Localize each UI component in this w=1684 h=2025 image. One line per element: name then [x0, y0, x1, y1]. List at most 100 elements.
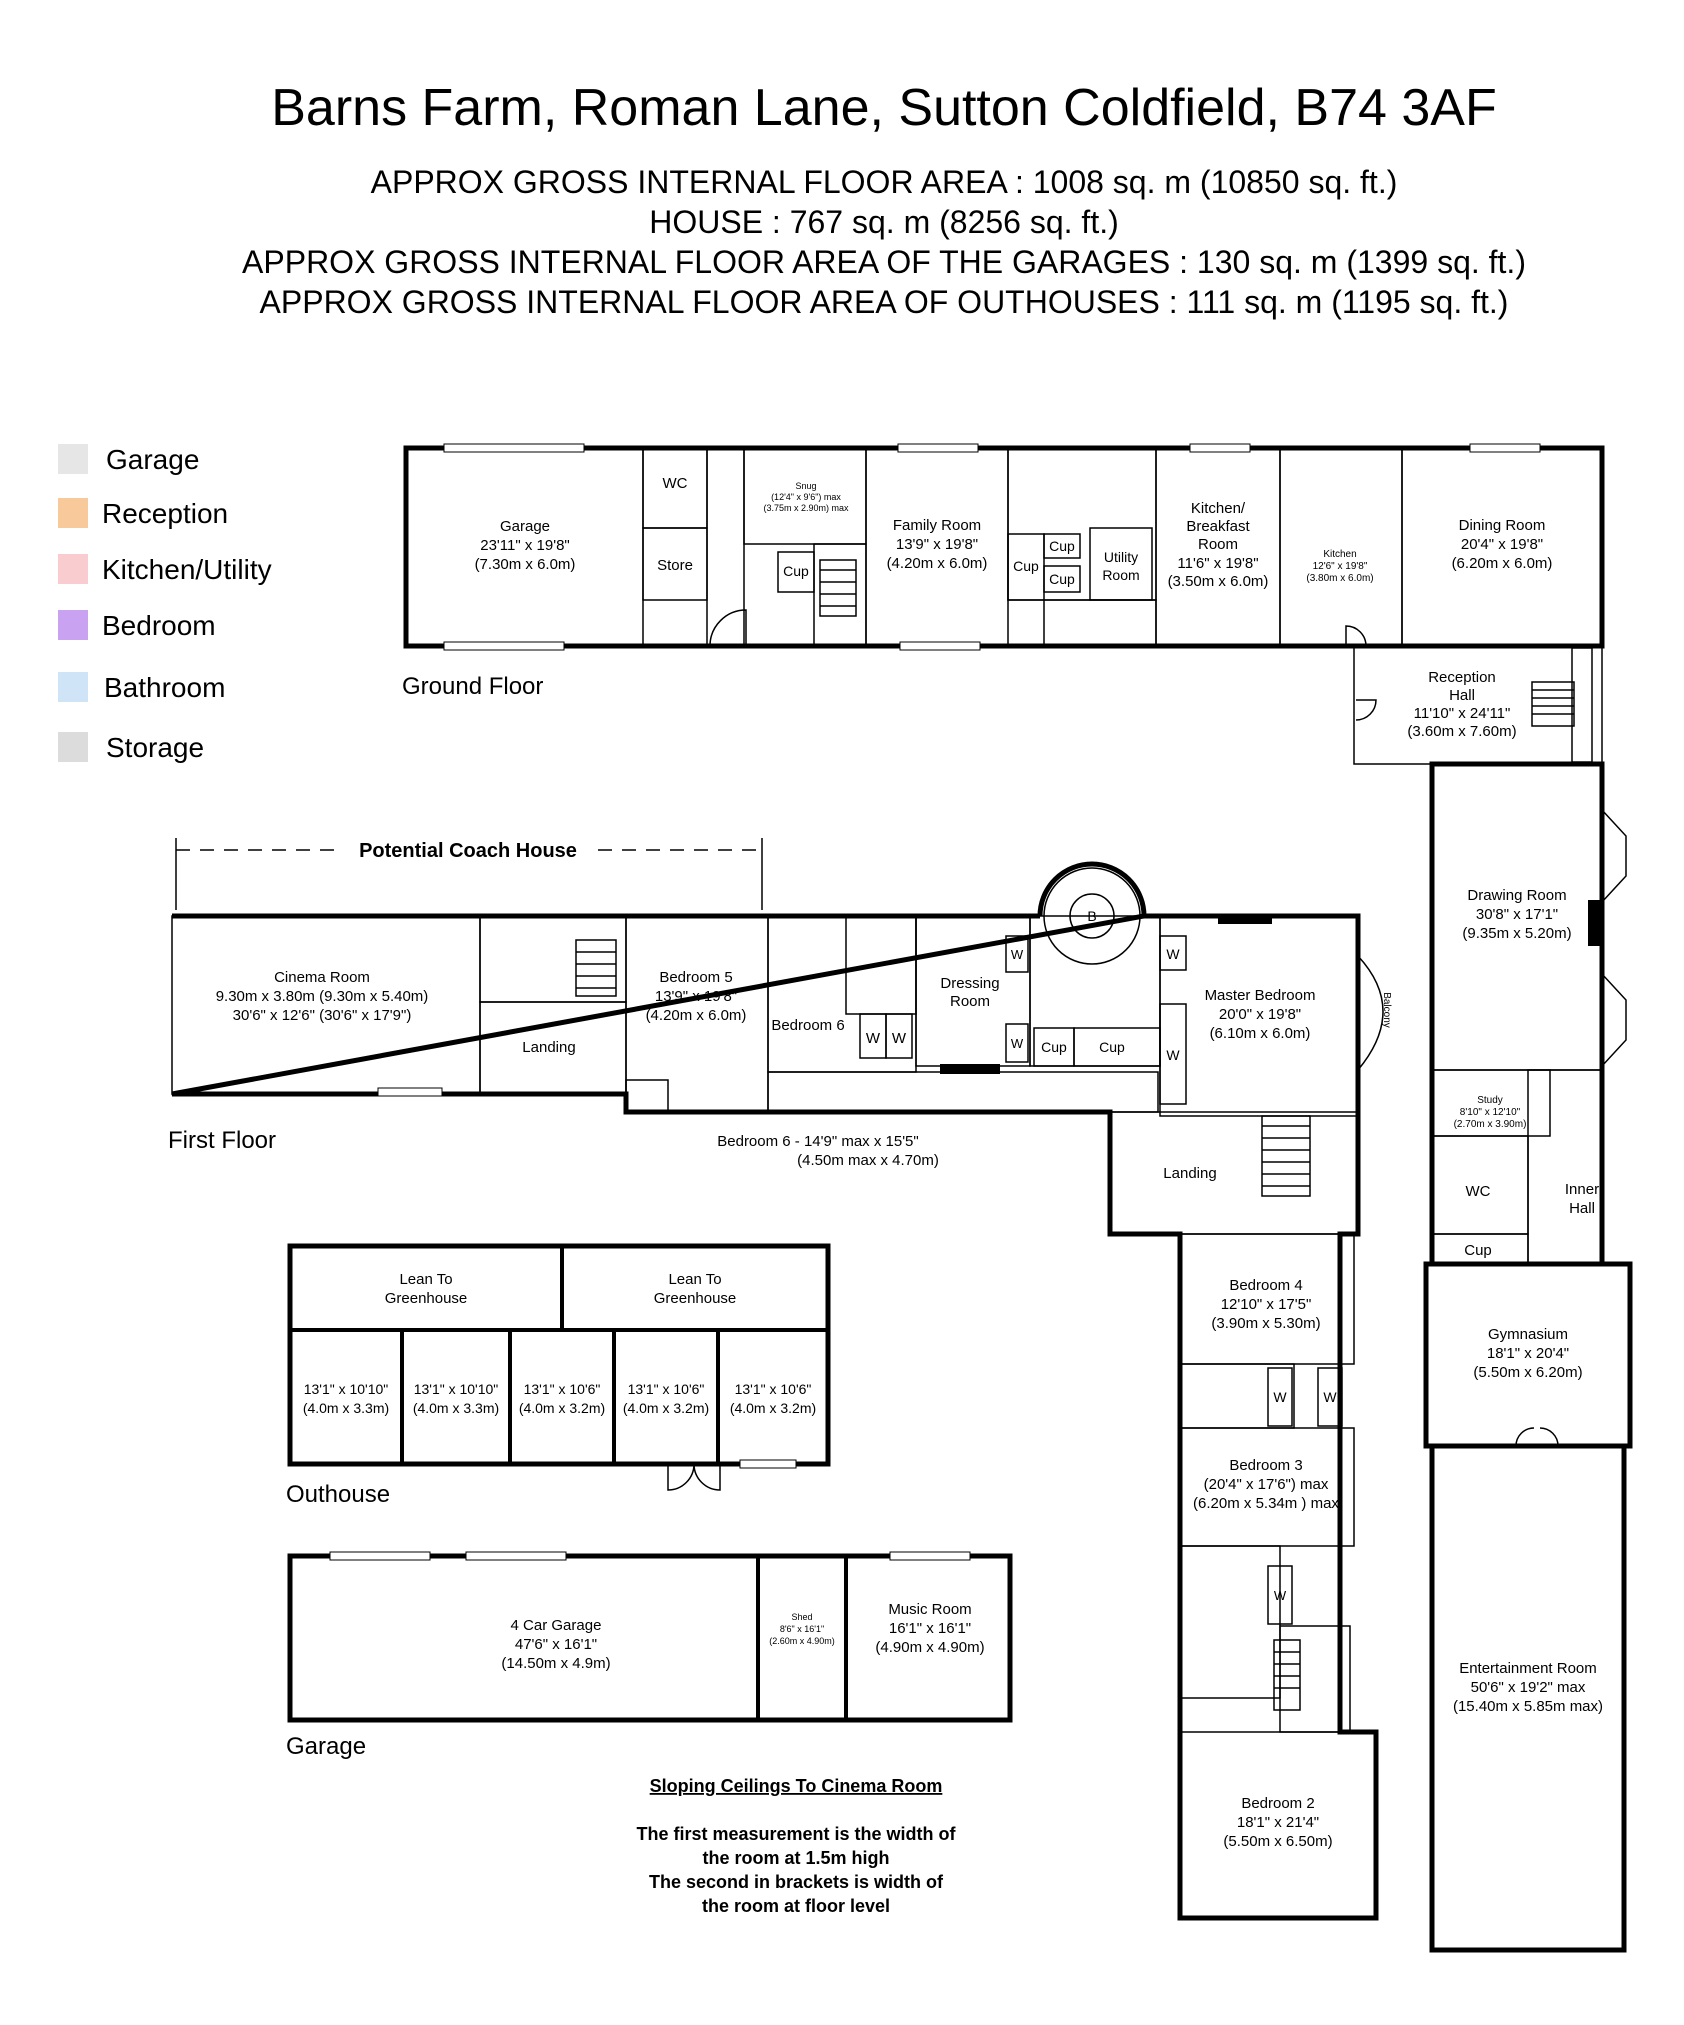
legend-label-garage: Garage: [106, 444, 199, 475]
room-outhouse-5: [717, 1329, 829, 1465]
room-reception-hall-l2: Hall: [1449, 687, 1475, 704]
legend-label-kitchen: Kitchen/Utility: [102, 554, 272, 585]
room-family-dims-imperial: 13'9" x 19'8": [896, 536, 978, 553]
room-family-dims-metric: (4.20m x 6.0m): [887, 555, 988, 572]
area-garages: APPROX GROSS INTERNAL FLOOR AREA OF THE …: [242, 244, 1526, 280]
room-dining-dims-metric: (6.20m x 6.0m): [1452, 555, 1553, 572]
ground-floor-east: Drawing Room 30'8" x 17'1" (9.35m x 5.20…: [1423, 761, 1633, 1953]
header: Barns Farm, Roman Lane, Sutton Coldfield…: [242, 79, 1526, 320]
room-inner-hall: [1527, 1069, 1603, 1265]
wall-gf-main: [403, 445, 1605, 649]
room-lean-to-2-l1: Lean To: [668, 1271, 721, 1288]
room-study-dims-imperial: 8'10" x 12'10": [1460, 1107, 1521, 1118]
legend-swatch-garage: [58, 444, 88, 474]
fireplace-bed6: [940, 1064, 1000, 1074]
room-kitchen: [1279, 447, 1403, 647]
doors-gf: [709, 609, 1377, 721]
room-outhouse-1: [289, 1329, 403, 1465]
room-cup-b-name: Cup: [1049, 538, 1075, 554]
legend-label-storage: Storage: [106, 732, 204, 763]
room-drawing-name: Drawing Room: [1467, 887, 1566, 904]
room-outhouse-5-dims-metric: (4.0m x 3.2m): [730, 1400, 816, 1416]
window-cinema-bottom: [377, 1087, 443, 1097]
room-bath-ff1: [479, 915, 627, 1003]
room-inner-hall-l2: Hall: [1569, 1200, 1595, 1217]
room-bedroom4-name: Bedroom 4: [1229, 1277, 1302, 1294]
room-cup-b: [1043, 533, 1081, 559]
coach-house-label: Potential Coach House: [359, 840, 577, 862]
room-cup-ff1-name: Cup: [1041, 1039, 1067, 1055]
legend-swatch-bedroom: [58, 610, 88, 640]
wardrobe-bed6-2-label: W: [892, 1030, 907, 1047]
wardrobe-master-1-label: W: [1166, 946, 1180, 962]
wall-rotunda: [1037, 861, 1147, 917]
room-store-ff: [625, 1079, 669, 1113]
bedroom6-note-l1: Bedroom 6 - 14'9" max x 15'5": [717, 1133, 918, 1150]
room-dining-dims-imperial: 20'4" x 19'8": [1461, 536, 1543, 553]
room-outhouse-4-dims-imperial: 13'1" x 10'6": [628, 1381, 705, 1397]
room-outhouse-5-dims-imperial: 13'1" x 10'6": [735, 1381, 812, 1397]
room-outhouse-2-dims-metric: (4.0m x 3.3m): [413, 1400, 499, 1416]
notes: Sloping Ceilings To Cinema Room The firs…: [636, 1776, 956, 1916]
room-outhouse-2: [401, 1329, 511, 1465]
door-gym-ent: [1515, 1427, 1559, 1447]
area-outhouses: APPROX GROSS INTERNAL FLOOR AREA OF OUTH…: [260, 284, 1509, 320]
window-music: [889, 1551, 971, 1561]
garage-door-1: [329, 1551, 431, 1561]
room-bedroom2-dims-metric: (5.50m x 6.50m): [1223, 1833, 1332, 1850]
room-dressing-l2: Room: [950, 993, 990, 1010]
room-outhouse-1-dims-imperial: 13'1" x 10'10": [304, 1381, 389, 1397]
windows-gf: [443, 443, 1541, 651]
room-cup-a-name: Cup: [1013, 558, 1039, 574]
room-cup-ff2-name: Cup: [1099, 1039, 1125, 1055]
legend-label-reception: Reception: [102, 498, 228, 529]
room-ensuite3: [1179, 1545, 1281, 1699]
room-lean-to-1-l1: Lean To: [399, 1271, 452, 1288]
room-drawing-dims-imperial: 30'8" x 17'1": [1476, 906, 1558, 923]
room-utility-name: Utility: [1104, 549, 1138, 565]
room-study-name: Study: [1477, 1095, 1503, 1106]
wardrobe-master-2: [1159, 1003, 1187, 1105]
wardrobe-master-1: [1159, 935, 1187, 971]
room-outhouse-4: [613, 1329, 719, 1465]
room-4-car-garage-dims-metric: (14.50m x 4.9m): [501, 1655, 610, 1672]
room-bedroom5-dims-imperial: 13'9" x 19'8": [655, 988, 737, 1005]
area-total: APPROX GROSS INTERNAL FLOOR AREA : 1008 …: [371, 164, 1398, 200]
wardrobe-bed3-label: W: [1274, 1588, 1287, 1603]
room-shed-name: Shed: [791, 1612, 812, 1622]
room-outhouse-3-dims-imperial: 13'1" x 10'6": [524, 1381, 601, 1397]
door-outhouse: [667, 1463, 721, 1491]
wardrobe-bed3: [1267, 1565, 1293, 1625]
room-bedroom4-dims-metric: (3.90m x 5.30m): [1211, 1315, 1320, 1332]
stairs-ff: [575, 939, 1311, 1711]
ground-floor-label: Ground Floor: [402, 673, 543, 700]
wall-outhouse: [287, 1243, 831, 1467]
balcony-shape: [1357, 955, 1384, 1071]
balcony-label: Balcony: [1381, 992, 1392, 1028]
room-lean-to-1: [289, 1245, 563, 1331]
wardrobe-dressing-1-label: W: [1011, 947, 1024, 962]
area-house: HOUSE : 767 sq. m (8256 sq. ft.): [649, 204, 1119, 240]
room-cup-c: [1043, 565, 1081, 593]
room-kitchen-breakfast-l3: Room: [1198, 536, 1238, 553]
room-kitchen-name: Kitchen: [1323, 549, 1356, 560]
garage-label: Garage: [286, 1733, 366, 1760]
room-music-dims-imperial: 16'1" x 16'1": [889, 1620, 971, 1637]
garage-door-2: [465, 1551, 567, 1561]
room-kitchen-breakfast-dims-metric: (3.50m x 6.0m): [1168, 573, 1269, 590]
room-kitchen-breakfast-dims-imperial: 11'6" x 19'8": [1177, 555, 1258, 572]
room-kitchen-dims-metric: (3.80m x 6.0m): [1306, 573, 1373, 584]
room-snug-name: Snug: [795, 481, 816, 491]
ground-floor: Garage 23'11" x 19'8" (7.30m x 6.0m) WC …: [402, 443, 1605, 765]
room-cup-c-name: Cup: [1049, 571, 1075, 587]
room-dining-name: Dining Room: [1459, 517, 1546, 534]
room-wc-name: WC: [663, 475, 688, 492]
room-bedroom6: [767, 915, 917, 1073]
notes-line-2: the room at 1.5m high: [702, 1848, 889, 1868]
room-kitchen-breakfast-l2: Breakfast: [1186, 518, 1250, 535]
room-shed-dims-imperial: 8'6" x 16'1": [780, 1624, 824, 1634]
room-bedroom3-dims-imperial: (20'4" x 17'6") max: [1204, 1476, 1329, 1493]
wardrobe-dressing-2: [1005, 1023, 1029, 1063]
room-lean-to-1-l2: Greenhouse: [385, 1290, 468, 1307]
room-garage-name: Garage: [500, 518, 550, 535]
